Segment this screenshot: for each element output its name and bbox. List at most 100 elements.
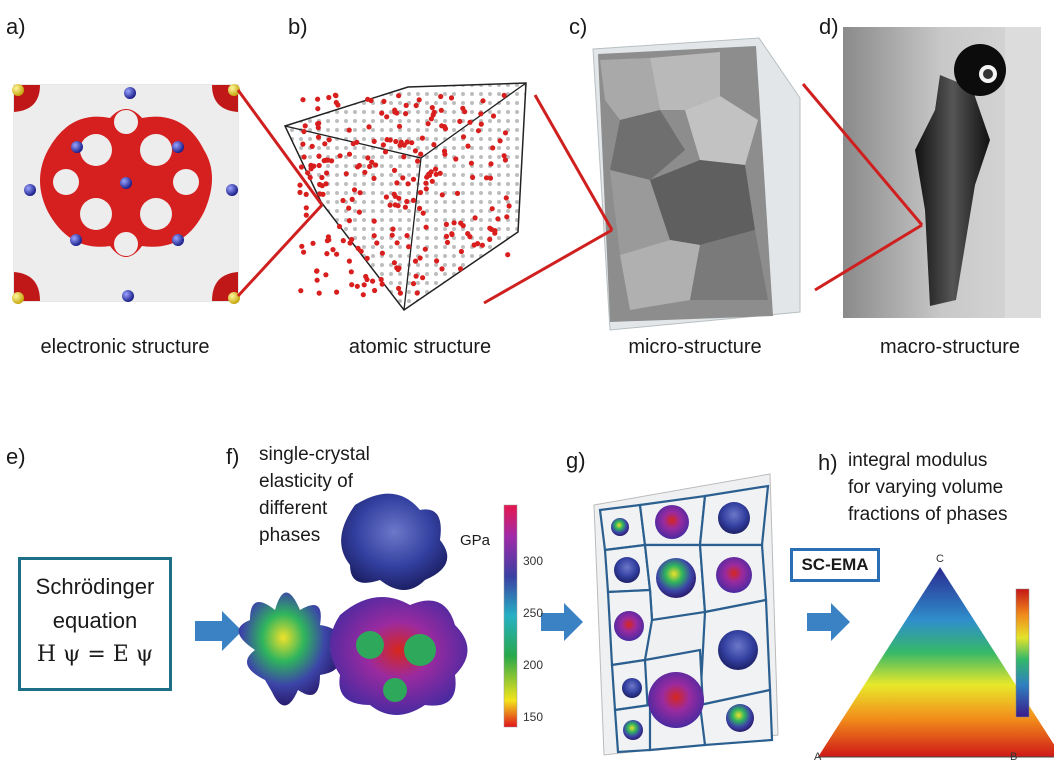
atom-dot	[418, 151, 424, 157]
atom-dot	[492, 230, 498, 236]
atom-dot	[449, 231, 455, 237]
atom-dot	[439, 266, 445, 272]
atom-dot	[301, 154, 307, 160]
atom-dot	[364, 255, 370, 261]
atom-dot	[371, 233, 377, 239]
atom-dot	[454, 190, 461, 196]
atom-dot	[412, 148, 418, 154]
atom-dot	[351, 187, 358, 193]
atom-dot	[381, 98, 387, 104]
atom-dot	[471, 242, 477, 248]
atom-dot	[364, 276, 370, 283]
atom-dot	[390, 226, 396, 232]
atom-dot	[393, 138, 399, 145]
atom-dot	[370, 278, 376, 284]
panel-h-label: h)	[818, 450, 838, 475]
atom-dot	[300, 141, 306, 147]
colorbar-tick: 150	[523, 710, 544, 724]
atom-dot	[506, 203, 512, 209]
atom-dot	[391, 191, 397, 197]
atom-dot	[462, 109, 468, 115]
atom-dot	[410, 281, 417, 287]
atom-dot	[297, 182, 303, 188]
atom-dot	[394, 240, 400, 246]
atom-dot	[458, 248, 464, 255]
caption-electronic-structure: electronic structure	[40, 336, 210, 358]
atom-dot	[340, 197, 346, 204]
atom-dot	[409, 140, 415, 146]
atom-dot	[428, 116, 434, 122]
atom-dot	[502, 130, 509, 136]
electronic-structure-image	[12, 84, 240, 304]
schrodinger-equation-box: Schrödinger equation H ψ = E ψ	[18, 557, 172, 691]
macro-structure-image	[843, 27, 1041, 318]
panel-h-text-line: fractions of phases	[848, 504, 1008, 525]
atom-dot	[443, 221, 449, 227]
atom-dot	[371, 218, 377, 224]
atom-dot	[433, 166, 439, 172]
atom-dot	[480, 98, 486, 104]
atom-dot	[298, 164, 305, 170]
atom-dot	[325, 157, 331, 163]
panel-e-label: e)	[6, 444, 26, 469]
atom-dot	[302, 123, 308, 129]
atom-dot	[417, 189, 424, 196]
panel-f-text-line: different	[259, 498, 328, 519]
atom-dot	[317, 191, 323, 197]
atom-dot	[303, 191, 309, 197]
atom-dot	[356, 162, 362, 169]
panel-a-label: a)	[6, 14, 26, 39]
atom-dot	[502, 157, 508, 163]
atom-dot	[348, 269, 354, 275]
panel-c-label: c)	[569, 14, 588, 39]
atom-dot	[354, 283, 360, 289]
atom-dot	[315, 134, 322, 140]
atom-dot	[400, 175, 406, 181]
panel-f-description: single-crystal elasticity of different p…	[259, 441, 370, 549]
atom-dot	[396, 123, 403, 129]
atom-dot	[371, 175, 377, 181]
atom-dot	[406, 244, 412, 250]
atom-dot	[307, 174, 313, 181]
atom-dot	[442, 151, 448, 157]
atom-dot	[315, 121, 321, 127]
atom-dot	[346, 258, 352, 264]
atomic-structure-image	[283, 82, 527, 312]
atom-dot	[330, 247, 336, 253]
caption-atomic-structure: atomic structure	[348, 336, 492, 358]
atom-dot	[343, 171, 349, 177]
atom-dot	[366, 124, 372, 130]
atom-dot	[349, 196, 355, 202]
atom-dot	[434, 258, 440, 264]
atom-dot	[373, 162, 379, 168]
atom-dot	[396, 265, 402, 271]
ternary-vertex-b: B	[1010, 751, 1018, 763]
atom-dot	[467, 119, 473, 125]
atom-dot	[430, 112, 436, 118]
ternary-vertex-c: C	[936, 553, 944, 565]
schrodinger-line1: Schrödinger	[35, 574, 155, 599]
atom-dot	[429, 105, 435, 111]
atom-dot	[378, 276, 384, 283]
atom-dot	[324, 170, 330, 176]
atom-dot	[490, 113, 497, 119]
atom-dot	[380, 142, 386, 148]
atom-dot	[325, 234, 331, 240]
atom-dot	[489, 206, 495, 212]
atom-dot	[503, 195, 509, 201]
atom-dot	[417, 255, 423, 261]
atom-dot	[322, 141, 328, 147]
atom-dot	[301, 249, 307, 255]
atom-dot	[401, 154, 407, 160]
atom-dot	[451, 220, 457, 226]
atom-dot	[299, 243, 305, 249]
atom-dot	[387, 137, 393, 143]
atom-dot	[362, 169, 368, 175]
atom-dot	[457, 266, 464, 272]
atom-dot	[460, 134, 467, 140]
panel-g-label: g)	[566, 448, 586, 473]
panel-f-label: f)	[226, 444, 240, 469]
panel-h-text-line: for varying volume	[848, 477, 1004, 498]
atom-dot	[422, 246, 428, 252]
atom-dot	[423, 224, 429, 230]
